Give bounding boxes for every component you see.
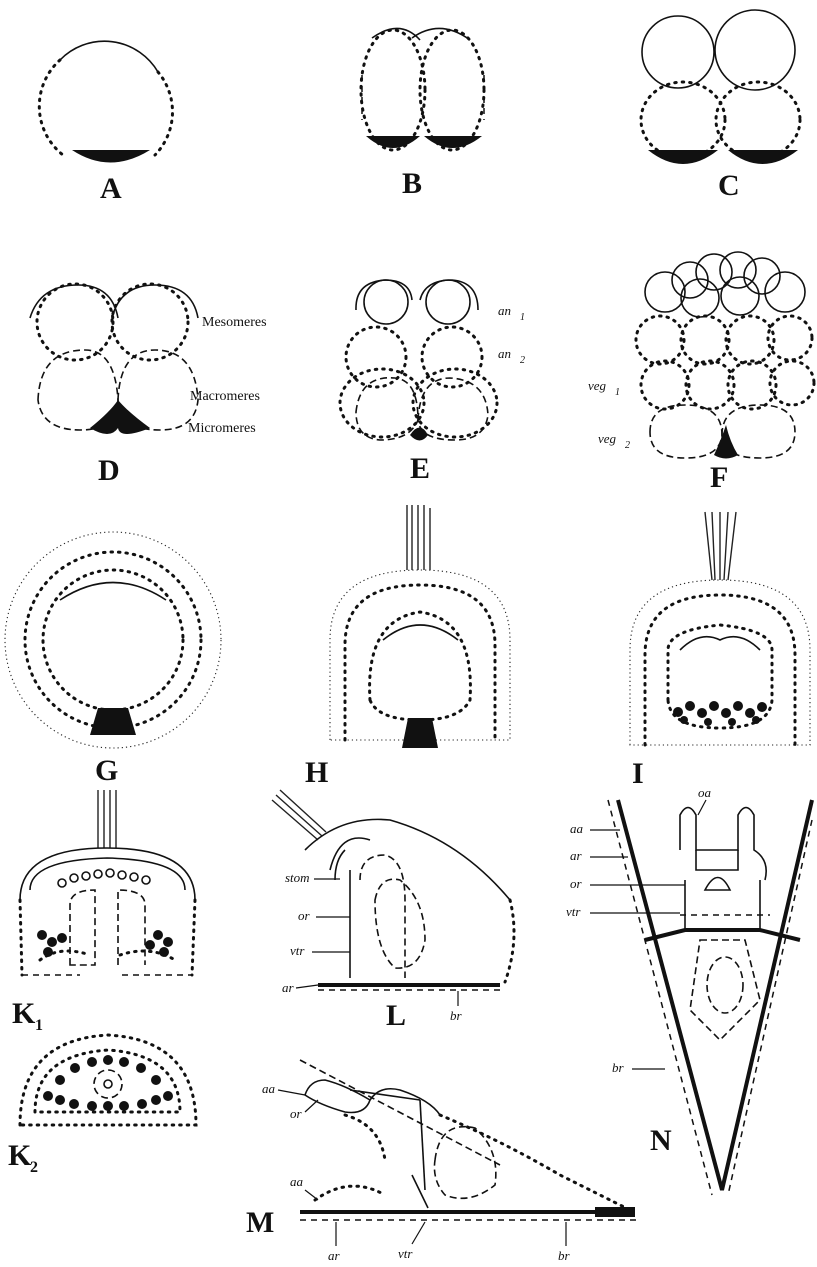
panel-l-label: L — [386, 999, 406, 1032]
n-ar-annotation: ar — [570, 848, 583, 863]
panel-a: A — [39, 41, 172, 205]
macromeres-annotation: Macromeres — [190, 389, 260, 404]
panel-f: veg 1 veg 2 F — [588, 252, 814, 494]
n-or-annotation: or — [570, 876, 583, 891]
panel-a-label: A — [100, 172, 122, 205]
k1-cells — [37, 869, 173, 957]
panel-i: I — [630, 512, 810, 790]
m-or-annotation: or — [290, 1106, 303, 1121]
panel-e: an 1 an 2 E — [340, 280, 525, 485]
veg1-annotation: veg — [588, 378, 607, 393]
mesenchyme-cells — [673, 701, 767, 726]
panel-k1-label: K — [12, 997, 36, 1030]
panel-m-label: M — [246, 1206, 274, 1239]
k2-cells — [43, 1055, 173, 1111]
an1-subscript: 1 — [520, 312, 525, 323]
panel-n: oa aa ar or vtr br N — [566, 785, 812, 1195]
veg2-subscript: 2 — [625, 440, 630, 451]
panel-g: G — [5, 532, 221, 787]
panel-n-label: N — [650, 1124, 672, 1157]
panel-g-label: G — [95, 754, 118, 787]
panel-h-label: H — [305, 756, 328, 789]
m-vtr-annotation: vtr — [398, 1246, 413, 1261]
n-aa-annotation: aa — [570, 821, 584, 836]
panel-b-label: B — [402, 167, 422, 200]
panel-k2: K 2 — [8, 1035, 196, 1176]
veg2-annotation: veg — [598, 431, 617, 446]
panel-l: stom or vtr ar br L — [272, 790, 514, 1032]
panel-b: B — [361, 28, 484, 200]
l-vtr-annotation: vtr — [290, 943, 305, 958]
an2-annotation: an — [498, 346, 511, 361]
n-vtr-annotation: vtr — [566, 904, 581, 919]
panel-c: C — [641, 10, 800, 202]
micromeres-annotation: Micromeres — [188, 421, 256, 436]
m-br-annotation: br — [558, 1248, 571, 1263]
m-aa-annotation: aa — [290, 1174, 304, 1189]
panel-e-label: E — [410, 452, 430, 485]
panel-d: Mesomeres Macromeres Micromeres D — [30, 284, 267, 487]
l-stom-annotation: stom — [285, 870, 310, 885]
panel-h: H — [305, 505, 510, 789]
n-oa-annotation: oa — [698, 785, 712, 800]
l-br-annotation: br — [450, 1008, 463, 1023]
veg1-subscript: 1 — [615, 387, 620, 398]
panel-d-label: D — [98, 454, 120, 487]
an2-subscript: 2 — [520, 355, 525, 366]
an1-annotation: an — [498, 303, 511, 318]
m-aa-top-annotation: aa — [262, 1081, 276, 1096]
panel-f-label: F — [710, 461, 728, 494]
l-or-annotation: or — [298, 908, 311, 923]
l-ar-annotation: ar — [282, 980, 295, 995]
n-br-annotation: br — [612, 1060, 625, 1075]
mesomeres-annotation: Mesomeres — [202, 315, 267, 330]
panel-k2-label: K — [8, 1139, 32, 1172]
m-ar-annotation: ar — [328, 1248, 341, 1263]
panel-k1-subscript: 1 — [35, 1017, 43, 1034]
panel-k1: K 1 — [12, 790, 195, 1034]
panel-k2-subscript: 2 — [30, 1159, 38, 1176]
panel-i-label: I — [632, 757, 644, 790]
panel-m: aa or aa ar vtr br M — [246, 1060, 640, 1263]
panel-c-label: C — [718, 169, 740, 202]
